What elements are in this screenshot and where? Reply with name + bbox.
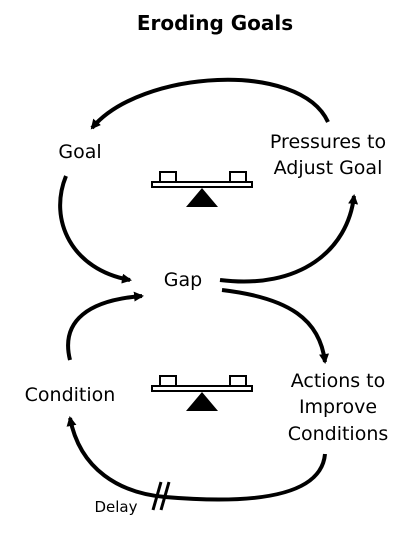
- node-actions-line2: Improve: [299, 396, 377, 418]
- node-pressures-line1: Pressures to: [270, 131, 386, 153]
- link-pressures-to-goal: [90, 77, 330, 130]
- node-goal: Goal: [58, 141, 101, 163]
- link-gap-to-actions: [221, 288, 330, 364]
- node-condition: Condition: [25, 384, 116, 406]
- delay-label: Delay: [94, 498, 137, 516]
- link-condition-to-gap: [66, 291, 144, 361]
- node-actions-line3: Conditions: [288, 423, 389, 445]
- balance-scale-icon: [151, 375, 253, 411]
- balance-scale-icon: [151, 171, 253, 207]
- delay-icon: [151, 481, 171, 511]
- node-actions-line1: Actions to: [291, 370, 386, 392]
- diagram-title: Eroding Goals: [137, 11, 293, 35]
- node-pressures-line2: Adjust Goal: [274, 157, 383, 179]
- link-gap-to-pressures: [219, 194, 359, 284]
- node-gap: Gap: [164, 269, 202, 291]
- link-goal-to-gap: [58, 175, 132, 284]
